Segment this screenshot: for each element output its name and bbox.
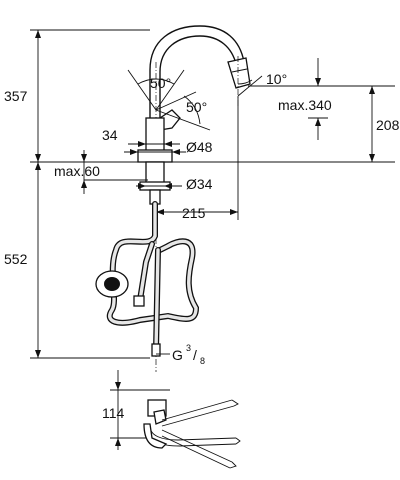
dim-552: 552 [4, 251, 28, 267]
dim-angle-50-right: 50° [186, 99, 207, 115]
dim-208: 208 [376, 117, 400, 133]
dim-thread-prefix: G [172, 347, 183, 363]
dim-357: 357 [4, 88, 28, 104]
dim-114: 114 [102, 405, 125, 421]
dim-diameter-48: Ø48 [186, 139, 213, 155]
dim-tilt-10: 10° [266, 71, 287, 87]
dim-thread-denominator: 8 [200, 356, 205, 366]
dim-angle-50-top: 50° [150, 75, 171, 91]
hole-diameter-dim [136, 183, 182, 189]
hoses [95, 201, 200, 357]
top-view [110, 370, 241, 469]
left-dimension-lines [30, 29, 395, 359]
dim-215: 215 [182, 205, 206, 221]
dim-diameter-34: Ø34 [186, 176, 213, 192]
dim-thread-slash: / [193, 347, 197, 363]
dim-max-60: max.60 [54, 163, 100, 179]
max-thickness-dim [81, 150, 148, 194]
dim-max-340: max.340 [278, 97, 332, 113]
dim-34: 34 [102, 127, 118, 143]
reach-dim [156, 96, 239, 220]
dim-thread-numerator: 3 [186, 343, 191, 353]
base-dims [124, 140, 186, 155]
right-dimension-lines [248, 58, 395, 162]
swivel-angles [127, 69, 211, 131]
